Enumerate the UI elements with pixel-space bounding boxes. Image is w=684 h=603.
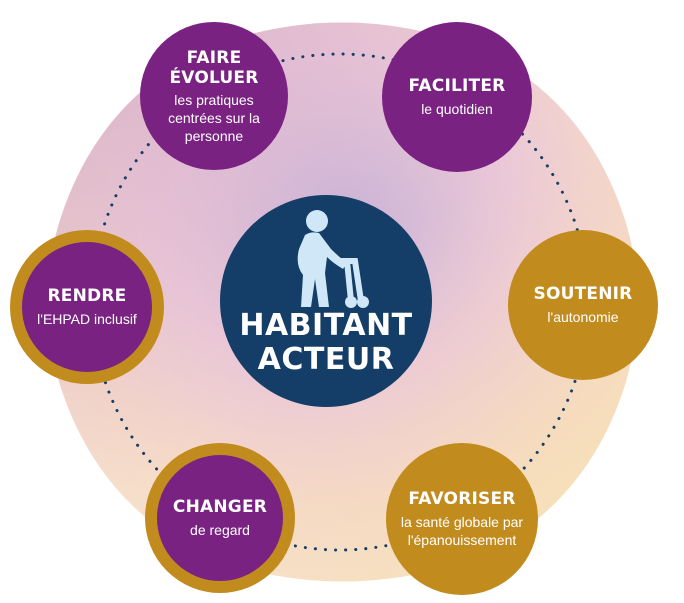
- bubble-favoriser: FAVORISER la santé globale par l'épanoui…: [386, 443, 538, 595]
- bubble-sub-line2: l'épanouissement: [407, 532, 517, 548]
- bubble-sub-line1: de regard: [190, 522, 250, 538]
- bubble-title: SOUTENIR: [533, 284, 633, 304]
- bubble-sub-line3: personne: [184, 127, 244, 144]
- center-title-line1: HABITANT: [239, 308, 413, 343]
- center-title-line2: ACTEUR: [257, 342, 395, 377]
- bubble-faciliter: FACILITER le quotidien: [382, 22, 532, 172]
- bubble-rendre: RENDRE l'EHPAD inclusif: [10, 230, 164, 384]
- bubble-sub-line1: les pratiques: [174, 91, 254, 108]
- bubble-title-line2: ÉVOLUER: [169, 67, 259, 88]
- bubble-faire-evoluer: FAIRE ÉVOLUER les pratiques centrées sur…: [140, 22, 288, 170]
- center-circle: HABITANT ACTEUR: [220, 195, 432, 407]
- bubble-changer: CHANGER de regard: [145, 443, 295, 593]
- bubble-title: FACILITER: [408, 76, 506, 96]
- bubble-title: CHANGER: [172, 497, 268, 517]
- bubble-sub-line1: le quotidien: [421, 101, 493, 117]
- person-with-walker-icon: [297, 210, 369, 308]
- bubble-sub-line1: l'EHPAD inclusif: [37, 311, 137, 327]
- bubble-title: FAVORISER: [408, 489, 516, 509]
- bubble-sub-line1: l'autonomie: [547, 309, 619, 325]
- bubble-title: RENDRE: [47, 286, 127, 306]
- bubble-sub-line1: la santé globale par: [400, 514, 524, 530]
- bubble-soutenir: SOUTENIR l'autonomie: [508, 230, 658, 380]
- bubble-sub-line2: centrées sur la: [168, 109, 260, 126]
- bubble-title-line1: FAIRE: [186, 47, 242, 68]
